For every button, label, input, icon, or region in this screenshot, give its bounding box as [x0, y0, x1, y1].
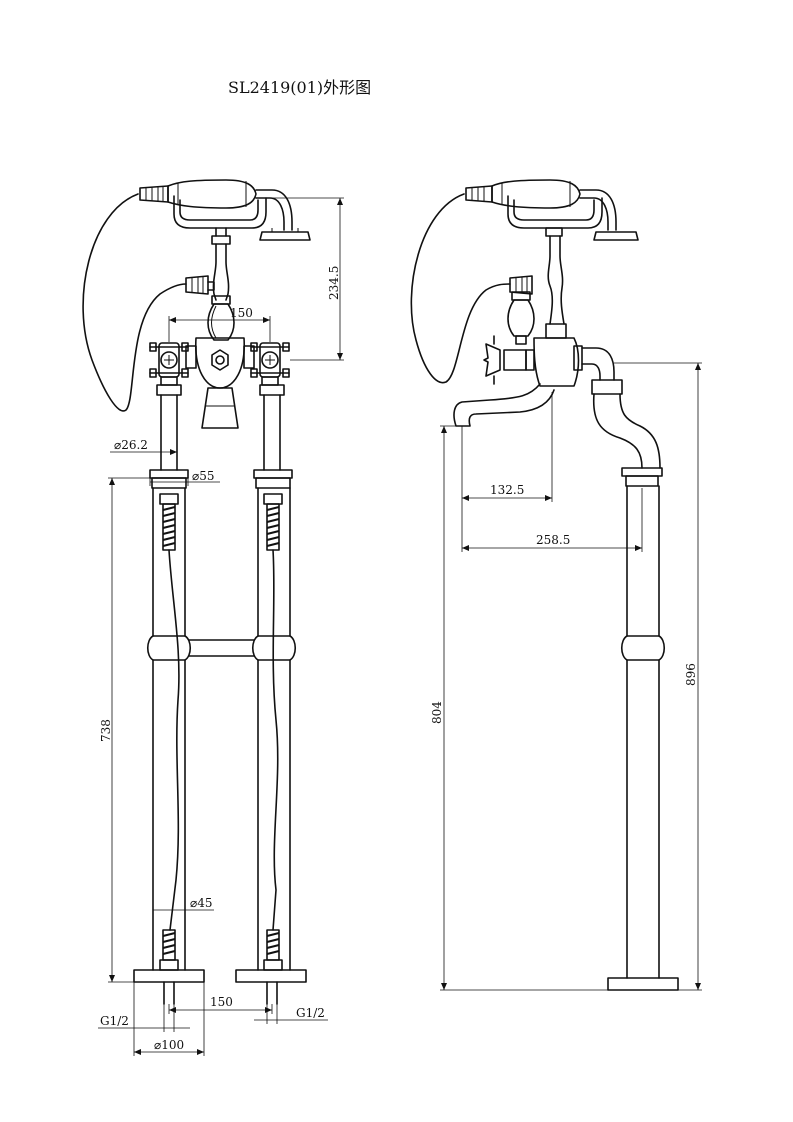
svg-text:738: 738 [99, 719, 113, 742]
dim-valve-spacing: 150 [168, 306, 271, 342]
svg-text:234.5: 234.5 [327, 266, 341, 300]
side-hose-connector [509, 275, 533, 295]
side-gooseneck [592, 393, 661, 469]
svg-text:258.5: 258.5 [536, 533, 570, 547]
base-outlets [163, 981, 278, 1005]
side-leg [607, 467, 679, 991]
handshower-handle [139, 179, 311, 241]
side-spout [453, 383, 555, 427]
svg-text:132.5: 132.5 [490, 483, 524, 497]
handshower-cradle [173, 195, 267, 245]
dim-leg-height: 738 [99, 477, 150, 983]
drawing-title: SL2419(01)外形图 [228, 78, 371, 97]
dim-spout-reach: 132.5 [461, 392, 553, 502]
svg-text:⌀26.2: ⌀26.2 [114, 438, 148, 452]
side-handshower-handle [465, 179, 639, 241]
flanges [149, 469, 293, 489]
dim-base-spacing: 150 [168, 995, 273, 1014]
side-cradle [507, 195, 603, 237]
side-shower-riser [547, 235, 565, 325]
svg-text:150: 150 [230, 306, 253, 320]
standpipe-legs [133, 487, 307, 983]
svg-text:804: 804 [430, 701, 444, 724]
dim-thread-left: G1/2 [98, 1004, 190, 1032]
left-cross-handle [149, 342, 189, 386]
dim-base-dia: ⌀100 [133, 982, 205, 1056]
dim-thread-right: G1/2 [254, 1004, 328, 1024]
hose-connector [185, 275, 215, 295]
dim-total-height: 896 [614, 362, 702, 991]
shower-hose [82, 193, 187, 412]
mixer-body [185, 337, 255, 429]
dim-flange-dia: ⌀55 [149, 469, 220, 486]
front-view: 234.5 150 ⌀26.2 ⌀55 738 [82, 179, 344, 1056]
svg-text:⌀100: ⌀100 [154, 1038, 184, 1052]
shower-riser [212, 243, 230, 301]
svg-text:⌀55: ⌀55 [192, 469, 215, 483]
svg-text:⌀45: ⌀45 [190, 896, 213, 910]
internal-flexi-hoses [159, 493, 283, 971]
dim-spout-height: 804 [430, 425, 608, 991]
dim-total-reach: 258.5 [461, 488, 643, 552]
svg-text:G1/2: G1/2 [296, 1006, 325, 1020]
svg-text:896: 896 [684, 663, 698, 686]
side-diverter-handle [507, 291, 535, 345]
dim-pipe-dia: ⌀26.2 [110, 438, 177, 455]
side-shower-hose [410, 193, 511, 384]
side-mixer-body [483, 323, 623, 395]
right-cross-handle [250, 342, 290, 386]
dim-head-height: 234.5 [268, 197, 344, 361]
upper-inlet-pipes [156, 384, 285, 471]
side-view: 132.5 258.5 804 896 [410, 179, 702, 991]
svg-text:150: 150 [210, 995, 233, 1009]
svg-text:G1/2: G1/2 [100, 1014, 129, 1028]
dim-leg-dia: ⌀45 [152, 896, 214, 914]
